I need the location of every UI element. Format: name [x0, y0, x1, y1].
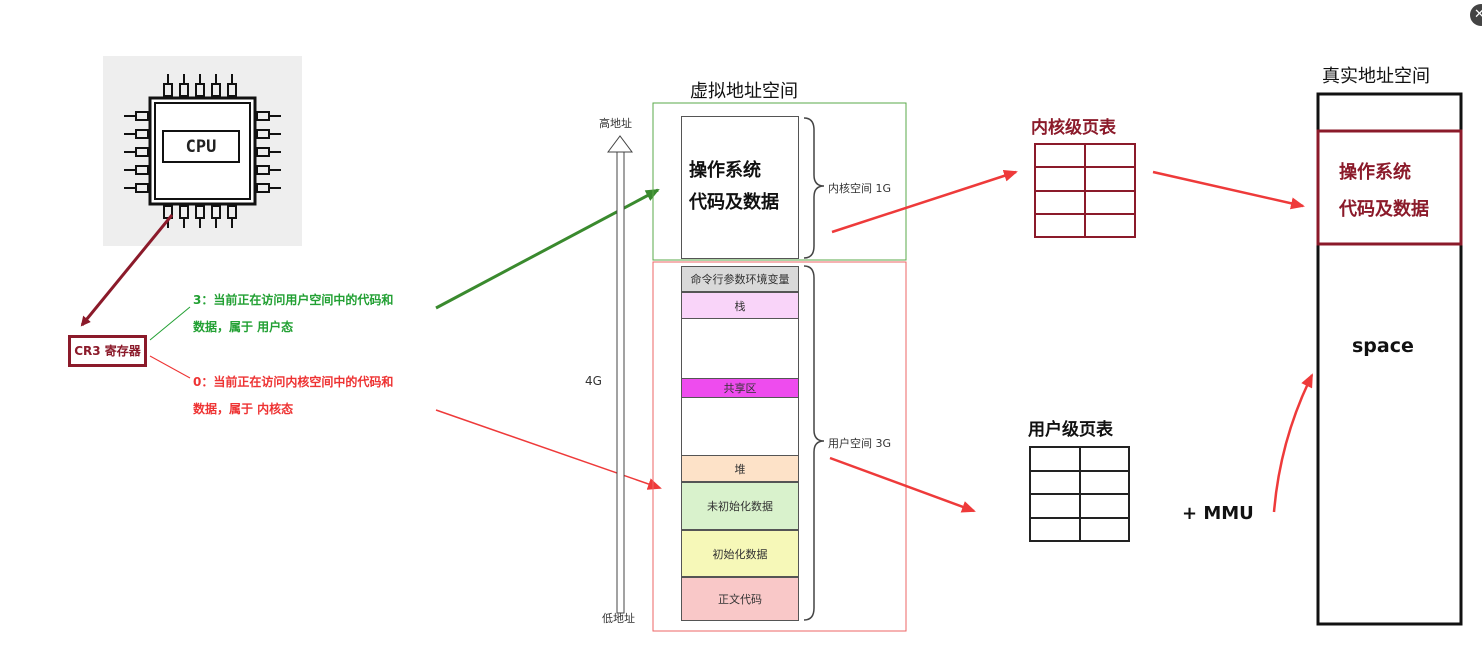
cr3-register: CR3 寄存器 [68, 335, 147, 367]
kernel-pagetable-cell [1034, 142, 1086, 169]
kernel-space-label: 内核空间 1G [828, 182, 892, 195]
user-segment: 命令行参数环境变量 [681, 266, 799, 292]
user-mode-line2: 数据，属于 用户态 [193, 320, 294, 334]
kernel-pagetable-cell [1084, 189, 1136, 215]
size-label: 4G [585, 374, 602, 388]
physical-space-frame [1316, 92, 1463, 626]
user-segment: 堆 [681, 455, 799, 482]
user-to-pagetable-arrow [829, 456, 976, 513]
kernel-pagetable-row [1034, 142, 1136, 169]
kernel-pagetable-cell [1034, 212, 1086, 239]
kernel-pagetable-cell [1034, 166, 1086, 192]
kernel-to-pagetable-arrow [831, 170, 1018, 234]
user-pagetable-row [1029, 469, 1130, 495]
user-pagetable-row [1029, 446, 1130, 472]
kernel-pagetable-cell [1084, 212, 1136, 239]
cr3-user-connector [149, 306, 191, 341]
physical-space-label: space [1352, 335, 1414, 357]
pagetable-to-physical-arrow [1152, 170, 1305, 210]
cr3-kernel-connector [149, 355, 191, 379]
user-mode-line1: 3：当前正在访问用户空间中的代码和 [193, 293, 394, 307]
cpu-chip-icon [103, 56, 302, 246]
kernel-mode-arrow [435, 409, 662, 490]
kernel-pagetable [1034, 142, 1136, 239]
user-space-label: 用户空间 3G [828, 437, 892, 450]
physical-os-line1: 操作系统 [1339, 162, 1411, 183]
user-pagetable-row [1029, 516, 1130, 542]
user-pagetable-row [1029, 493, 1130, 519]
mmu-label: + MMU [1182, 503, 1254, 524]
user-pagetable-cell [1029, 493, 1081, 519]
user-pagetable-title: 用户级页表 [1028, 420, 1113, 440]
physical-space-title: 真实地址空间 [1322, 66, 1430, 87]
kernel-brace [803, 117, 825, 259]
user-region-frame [652, 261, 907, 632]
cpu-to-cr3-arrow [80, 214, 174, 327]
address-axis-arrow-icon [607, 135, 633, 614]
kernel-pagetable-cell [1084, 142, 1136, 169]
user-segment: 正文代码 [681, 577, 799, 621]
virtual-kernel-block: 操作系统 代码及数据 [681, 116, 799, 259]
user-brace [803, 265, 825, 621]
virtual-kernel-line2: 代码及数据 [689, 192, 779, 213]
physical-os-block [1316, 129, 1463, 246]
user-pagetable-cell [1029, 469, 1081, 495]
user-segment [681, 398, 799, 455]
virtual-kernel-line1: 操作系统 [689, 160, 761, 181]
user-pagetable-cell [1078, 516, 1130, 542]
cpu-label: CPU [185, 137, 217, 157]
user-pagetable-cell [1078, 469, 1130, 495]
user-mode-arrow [435, 188, 660, 310]
kernel-pagetable-cell [1084, 166, 1136, 192]
virtual-space-title: 虚拟地址空间 [690, 81, 798, 102]
user-segment: 栈 [681, 292, 799, 319]
kernel-pagetable-cell [1034, 189, 1086, 215]
close-icon[interactable]: ✕ [1470, 4, 1482, 26]
kernel-pagetable-row [1034, 166, 1136, 192]
user-segment: 初始化数据 [681, 530, 799, 577]
user-pagetable-cell [1029, 446, 1081, 472]
kernel-pagetable-title: 内核级页表 [1031, 118, 1116, 138]
physical-os-line2: 代码及数据 [1339, 199, 1429, 220]
user-pagetable-cell [1078, 493, 1130, 519]
low-address-label: 低地址 [602, 612, 635, 625]
kernel-region-frame [652, 102, 907, 261]
kernel-pagetable-row [1034, 189, 1136, 215]
user-pagetable-cell [1078, 446, 1130, 472]
user-segment: 共享区 [681, 378, 799, 398]
kernel-mode-line1: 0：当前正在访问内核空间中的代码和 [193, 375, 394, 389]
user-pagetable [1029, 446, 1130, 542]
user-pagetable-cell [1029, 516, 1081, 542]
high-address-label: 高地址 [599, 117, 632, 130]
mmu-to-physical-arrow [1272, 373, 1314, 513]
kernel-pagetable-row [1034, 212, 1136, 239]
user-segment: 未初始化数据 [681, 482, 799, 530]
kernel-mode-line2: 数据，属于 内核态 [193, 402, 294, 416]
user-segment [681, 319, 799, 378]
